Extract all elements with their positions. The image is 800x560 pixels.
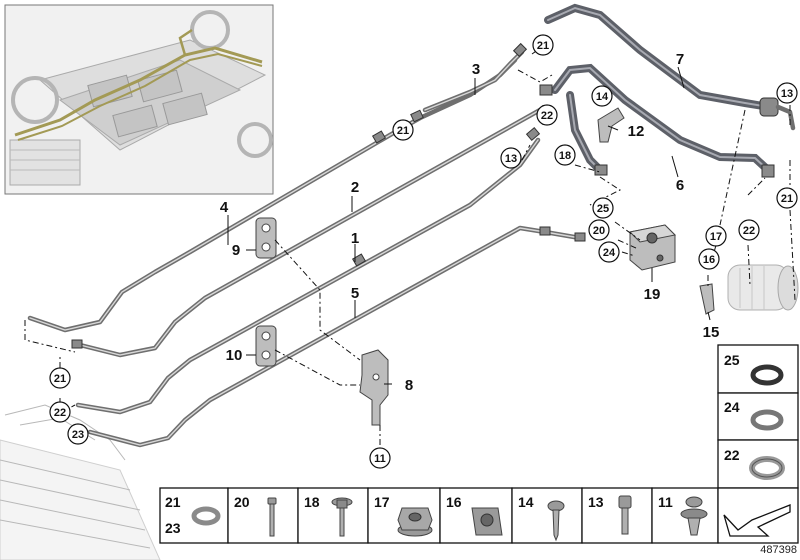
callout-2: 2 [351,179,359,196]
legend-18: 18 [304,494,320,510]
svg-text:16: 16 [703,254,715,266]
svg-text:18: 18 [559,150,571,162]
svg-text:22: 22 [541,110,553,122]
leader-lines [227,66,711,385]
pipe-1 [75,127,541,415]
hose-6 [539,63,775,178]
vehicle-overview-inset [4,4,274,195]
callout-10: 10 [226,347,243,364]
compressor-ghost [727,264,799,311]
svg-text:14: 14 [596,91,609,103]
callout-12: 12 [628,123,645,140]
svg-text:17: 17 [710,231,722,243]
circled-13-right: 13 [776,82,798,104]
circled-21-right: 21 [776,187,798,209]
circled-22-left: 22 [49,401,71,423]
svg-text:21: 21 [54,373,66,385]
pipe-5 [87,225,586,448]
svg-text:20: 20 [593,225,605,237]
diagram-id: 487398 [760,544,797,556]
circled-14: 14 [591,85,613,107]
svg-text:11: 11 [374,453,386,465]
bottom-legend: 21 23 20 18 17 16 14 13 11 [159,487,799,544]
callout-15: 15 [703,324,720,341]
svg-text:13: 13 [505,153,517,165]
svg-text:21: 21 [781,193,793,205]
callout-5: 5 [351,285,359,302]
circled-21-left: 21 [49,367,71,389]
bracket-15 [699,283,715,315]
hose-7 [544,3,796,131]
callout-9: 9 [232,242,240,259]
clamp-9 [255,217,277,259]
side-legend-24: 24 [724,399,740,415]
circled-20: 20 [588,219,610,241]
svg-text:23: 23 [72,429,84,441]
circled-callouts: 21 21 22 13 18 14 25 20 24 13 21 22 17 1… [49,34,798,469]
legend-13: 13 [588,494,604,510]
bracket-8 [359,349,389,426]
callout-1: 1 [351,230,359,247]
circled-13-mid: 13 [500,147,522,169]
legend-17: 17 [374,494,390,510]
svg-text:25: 25 [597,203,609,215]
expansion-valve-19 [628,224,677,271]
circled-25: 25 [592,197,614,219]
circled-22-mid: 22 [536,104,558,126]
callout-8: 8 [405,377,413,394]
legend-23: 23 [165,520,181,536]
radiator-ghost [0,404,161,560]
legend-14: 14 [518,494,534,510]
circled-22-right: 22 [738,219,760,241]
callout-19: 19 [644,286,661,303]
legend-20: 20 [234,494,250,510]
callout-7: 7 [676,51,684,68]
legend-21: 21 [165,494,181,510]
callout-6: 6 [676,177,684,194]
svg-text:22: 22 [743,225,755,237]
callout-4: 4 [220,199,229,216]
svg-text:24: 24 [603,247,616,259]
side-legend-25: 25 [724,352,740,368]
circled-23-left: 23 [67,423,89,445]
pipe-2 [71,107,543,358]
bracket-12 [597,107,625,143]
legend-16: 16 [446,494,462,510]
plain-callouts: 2 4 1 5 3 7 6 12 9 10 8 19 15 [220,51,720,394]
circled-18: 18 [554,144,576,166]
circled-17: 17 [705,225,727,247]
svg-text:21: 21 [397,125,409,137]
legend-11: 11 [658,494,673,510]
pipe-3 [422,42,528,113]
svg-text:13: 13 [781,88,793,100]
svg-text:21: 21 [537,40,549,52]
circled-21-top: 21 [532,34,554,56]
callout-3: 3 [472,61,480,78]
side-legend: 25 24 22 [717,344,799,489]
side-legend-22: 22 [724,447,740,463]
circled-21-mid: 21 [392,119,414,141]
circled-11: 11 [369,447,391,469]
circled-24: 24 [598,241,620,263]
svg-text:22: 22 [54,407,66,419]
clamp-10 [255,325,277,367]
circled-16: 16 [698,248,720,270]
